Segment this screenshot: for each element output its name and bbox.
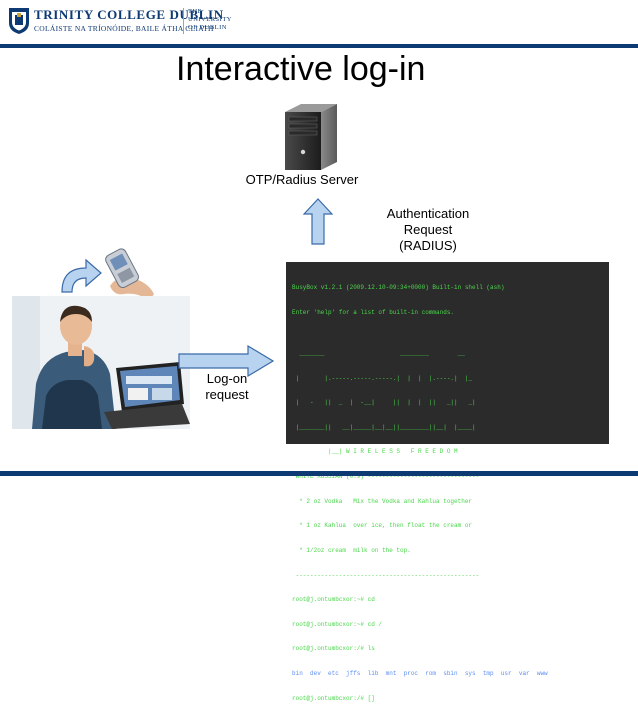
terminal-line: root@j.ontumbcxor:/# []	[292, 694, 375, 702]
institution-name: TRINITY COLLEGE DUBLIN	[34, 7, 224, 22]
terminal-line: Enter 'help' for a list of built-in comm…	[292, 309, 455, 317]
college-crest-icon	[9, 8, 29, 34]
terminal-line: root@j.ontumbcxor:/# ls	[292, 645, 375, 653]
terminal-line: |__| W I R E L E S S F R E E D O M	[292, 448, 458, 456]
terminal-line: * 1 oz Kahlua over ice, then float the c…	[292, 522, 473, 530]
logon-label-line: Log-on	[206, 371, 248, 386]
header-rule	[0, 44, 638, 48]
terminal-screenshot: BusyBox v1.2.1 (2009.12.10-09:34+0000) B…	[286, 262, 609, 702]
footer-rule	[0, 471, 638, 476]
terminal-line: * 1/2oz cream milk on the top.	[292, 546, 411, 554]
terminal-line: | - || _ | -__| || | | || _|| _|	[292, 399, 476, 407]
university-line: THE	[188, 8, 203, 15]
terminal-line: | |.-----.-----.-----.| | | |.----.| |_	[292, 374, 473, 382]
university-line: UNIVERSITY	[188, 16, 232, 23]
user-at-laptop-illustration	[12, 296, 190, 429]
university-name: THE UNIVERSITY OF DUBLIN	[188, 8, 232, 32]
terminal-line: _______ ________ __	[292, 350, 465, 358]
slide-title: Interactive log-in	[176, 50, 426, 88]
server-label: OTP/Radius Server	[245, 172, 359, 187]
university-line: OF DUBLIN	[188, 24, 227, 31]
auth-label-line: Authentication	[386, 206, 470, 221]
auth-label-line: (RADIUS)	[399, 238, 457, 253]
terminal-line: BusyBox v1.2.1 (2009.12.10-09:34+0000) B…	[292, 284, 505, 292]
terminal-line: root@j.ontumbcxor:~# cd	[292, 596, 375, 604]
terminal-line: * 2 oz Vodka Mix the Vodka and Kahlua to…	[292, 497, 473, 505]
header-divider	[183, 8, 184, 34]
terminal-output: BusyBox v1.2.1 (2009.12.10-09:34+0000) B…	[292, 268, 603, 719]
auth-request-label: Authentication Request (RADIUS)	[368, 206, 488, 254]
logon-label-line: request	[205, 387, 249, 402]
mobile-phone-icon	[105, 248, 154, 300]
terminal-line: bin dev etc jffs lib mnt proc rom sbin s…	[292, 669, 548, 677]
auth-label-line: Request	[403, 222, 453, 237]
header-bar: TRINITY COLLEGE DUBLIN COLÁISTE NA TRÍON…	[0, 0, 638, 44]
institution-irish-name: COLÁISTE NA TRÍONÓIDE, BAILE ÁTHA CLIATH	[34, 24, 214, 33]
user-at-laptop-photo	[12, 296, 190, 429]
terminal-line: ----------------------------------------…	[292, 571, 480, 579]
logon-request-label: Log-on request	[196, 371, 258, 403]
server-icon	[285, 104, 337, 170]
curved-arrow	[61, 258, 102, 293]
up-arrow	[303, 198, 333, 245]
right-arrow	[178, 345, 274, 377]
terminal-line: |_______|| __|_____|__|__||________||__|…	[292, 423, 476, 431]
terminal-line: WHITE RUSSIAN (0.9) --------------------…	[292, 473, 480, 481]
terminal-line: root@j.ontumbcxor:~# cd /	[292, 620, 383, 628]
